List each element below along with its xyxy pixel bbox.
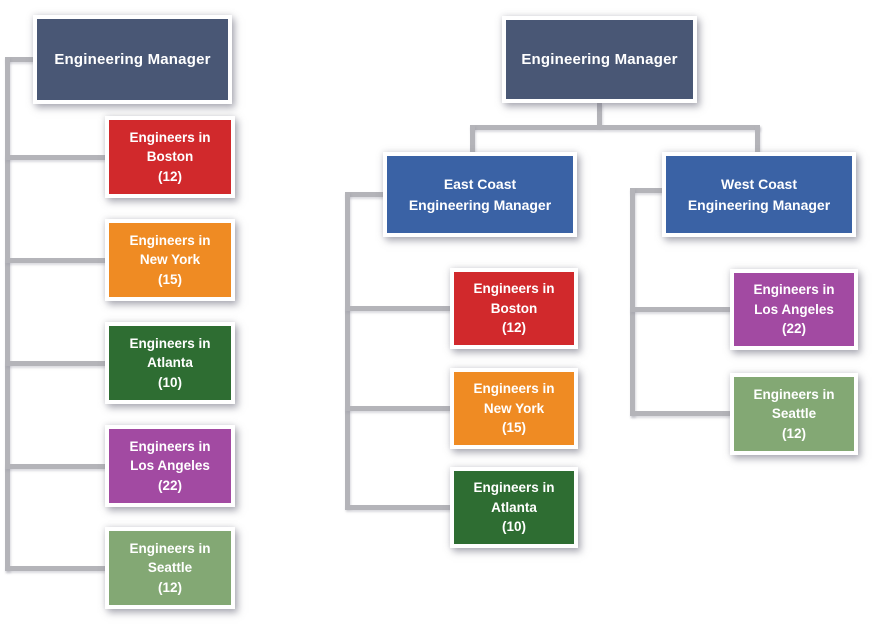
hier-node-new-york: Engineers in New York (15) (450, 368, 578, 449)
node-label-line: Seattle (147, 560, 193, 576)
connector-line (345, 406, 450, 411)
node-label-line: Engineers in (753, 282, 835, 298)
node-label-line: Atlanta (491, 499, 537, 515)
node-label-line: (12) (781, 425, 806, 441)
flat-node-new-york: Engineers in New York (15) (105, 219, 235, 301)
node-label-line: Seattle (771, 406, 817, 422)
node-label-line: New York (483, 400, 545, 416)
hier-node-east-coast-manager: East Coast Engineering Manager (383, 152, 577, 237)
connector-line (5, 57, 33, 62)
node-label-line: West Coast (721, 175, 797, 192)
connector-line (630, 188, 635, 416)
connector-line (597, 103, 602, 127)
node-label-line: New York (139, 252, 201, 268)
connector-line (470, 125, 475, 152)
node-label-line: Engineering Manager (687, 196, 831, 213)
connector-line (345, 505, 450, 510)
node-label-line: Engineers in (129, 335, 211, 351)
hier-node-seattle: Engineers in Seattle (12) (730, 373, 858, 455)
node-label-line: Engineers in (753, 386, 835, 402)
node-label-line: Boston (490, 300, 538, 316)
node-label-line: East Coast (443, 175, 517, 192)
node-label-line: Engineers in (129, 540, 211, 556)
node-label-line: (15) (501, 420, 526, 436)
node-label-line: Engineering Manager (408, 196, 552, 213)
node-label-line: Engineers in (473, 480, 555, 496)
connector-line (345, 306, 450, 311)
node-label-line: (12) (157, 579, 182, 595)
node-label-line: Engineers in (129, 232, 211, 248)
connector-line (5, 258, 105, 263)
connector-line (755, 125, 760, 152)
flat-node-los-angeles: Engineers in Los Angeles (22) (105, 425, 235, 507)
node-label-line: (22) (781, 321, 806, 337)
node-label-line: (22) (157, 477, 182, 493)
connector-line (5, 155, 105, 160)
node-label-line: (15) (157, 271, 182, 287)
node-label-line: (10) (501, 519, 526, 535)
connector-line (5, 57, 10, 571)
hier-manager-box: Engineering Manager (502, 16, 697, 103)
connector-line (630, 411, 730, 416)
node-label-line: Los Angeles (130, 458, 210, 474)
connector-line (470, 125, 760, 130)
node-label-line: Engineers in (129, 438, 211, 454)
node-label-line: Engineers in (473, 281, 555, 297)
node-label-line: (10) (157, 374, 182, 390)
hier-node-los-angeles: Engineers in Los Angeles (22) (730, 269, 858, 350)
node-label-line: Engineers in (473, 381, 555, 397)
hier-node-atlanta: Engineers in Atlanta (10) (450, 467, 578, 548)
node-label-line: (12) (157, 168, 182, 184)
node-label-line: Boston (146, 149, 194, 165)
flat-manager-box: Engineering Manager (33, 15, 232, 104)
node-label: Engineering Manager (521, 51, 678, 68)
hier-node-west-coast-manager: West Coast Engineering Manager (662, 152, 856, 237)
connector-line (5, 566, 105, 571)
node-label-line: Engineers in (129, 129, 211, 145)
connector-line (5, 361, 105, 366)
connector-line (630, 188, 662, 193)
connector-line (5, 464, 105, 469)
node-label: Engineering Manager (54, 51, 211, 68)
flat-node-boston: Engineers in Boston (12) (105, 116, 235, 198)
flat-node-atlanta: Engineers in Atlanta (10) (105, 322, 235, 404)
connector-line (345, 192, 350, 508)
node-label-line: Atlanta (147, 355, 193, 371)
node-label-line: (12) (501, 320, 526, 336)
connector-line (345, 192, 383, 197)
flat-node-seattle: Engineers in Seattle (12) (105, 527, 235, 609)
connector-line (630, 307, 730, 312)
node-label-line: Los Angeles (754, 301, 834, 317)
hier-node-boston: Engineers in Boston (12) (450, 268, 578, 349)
